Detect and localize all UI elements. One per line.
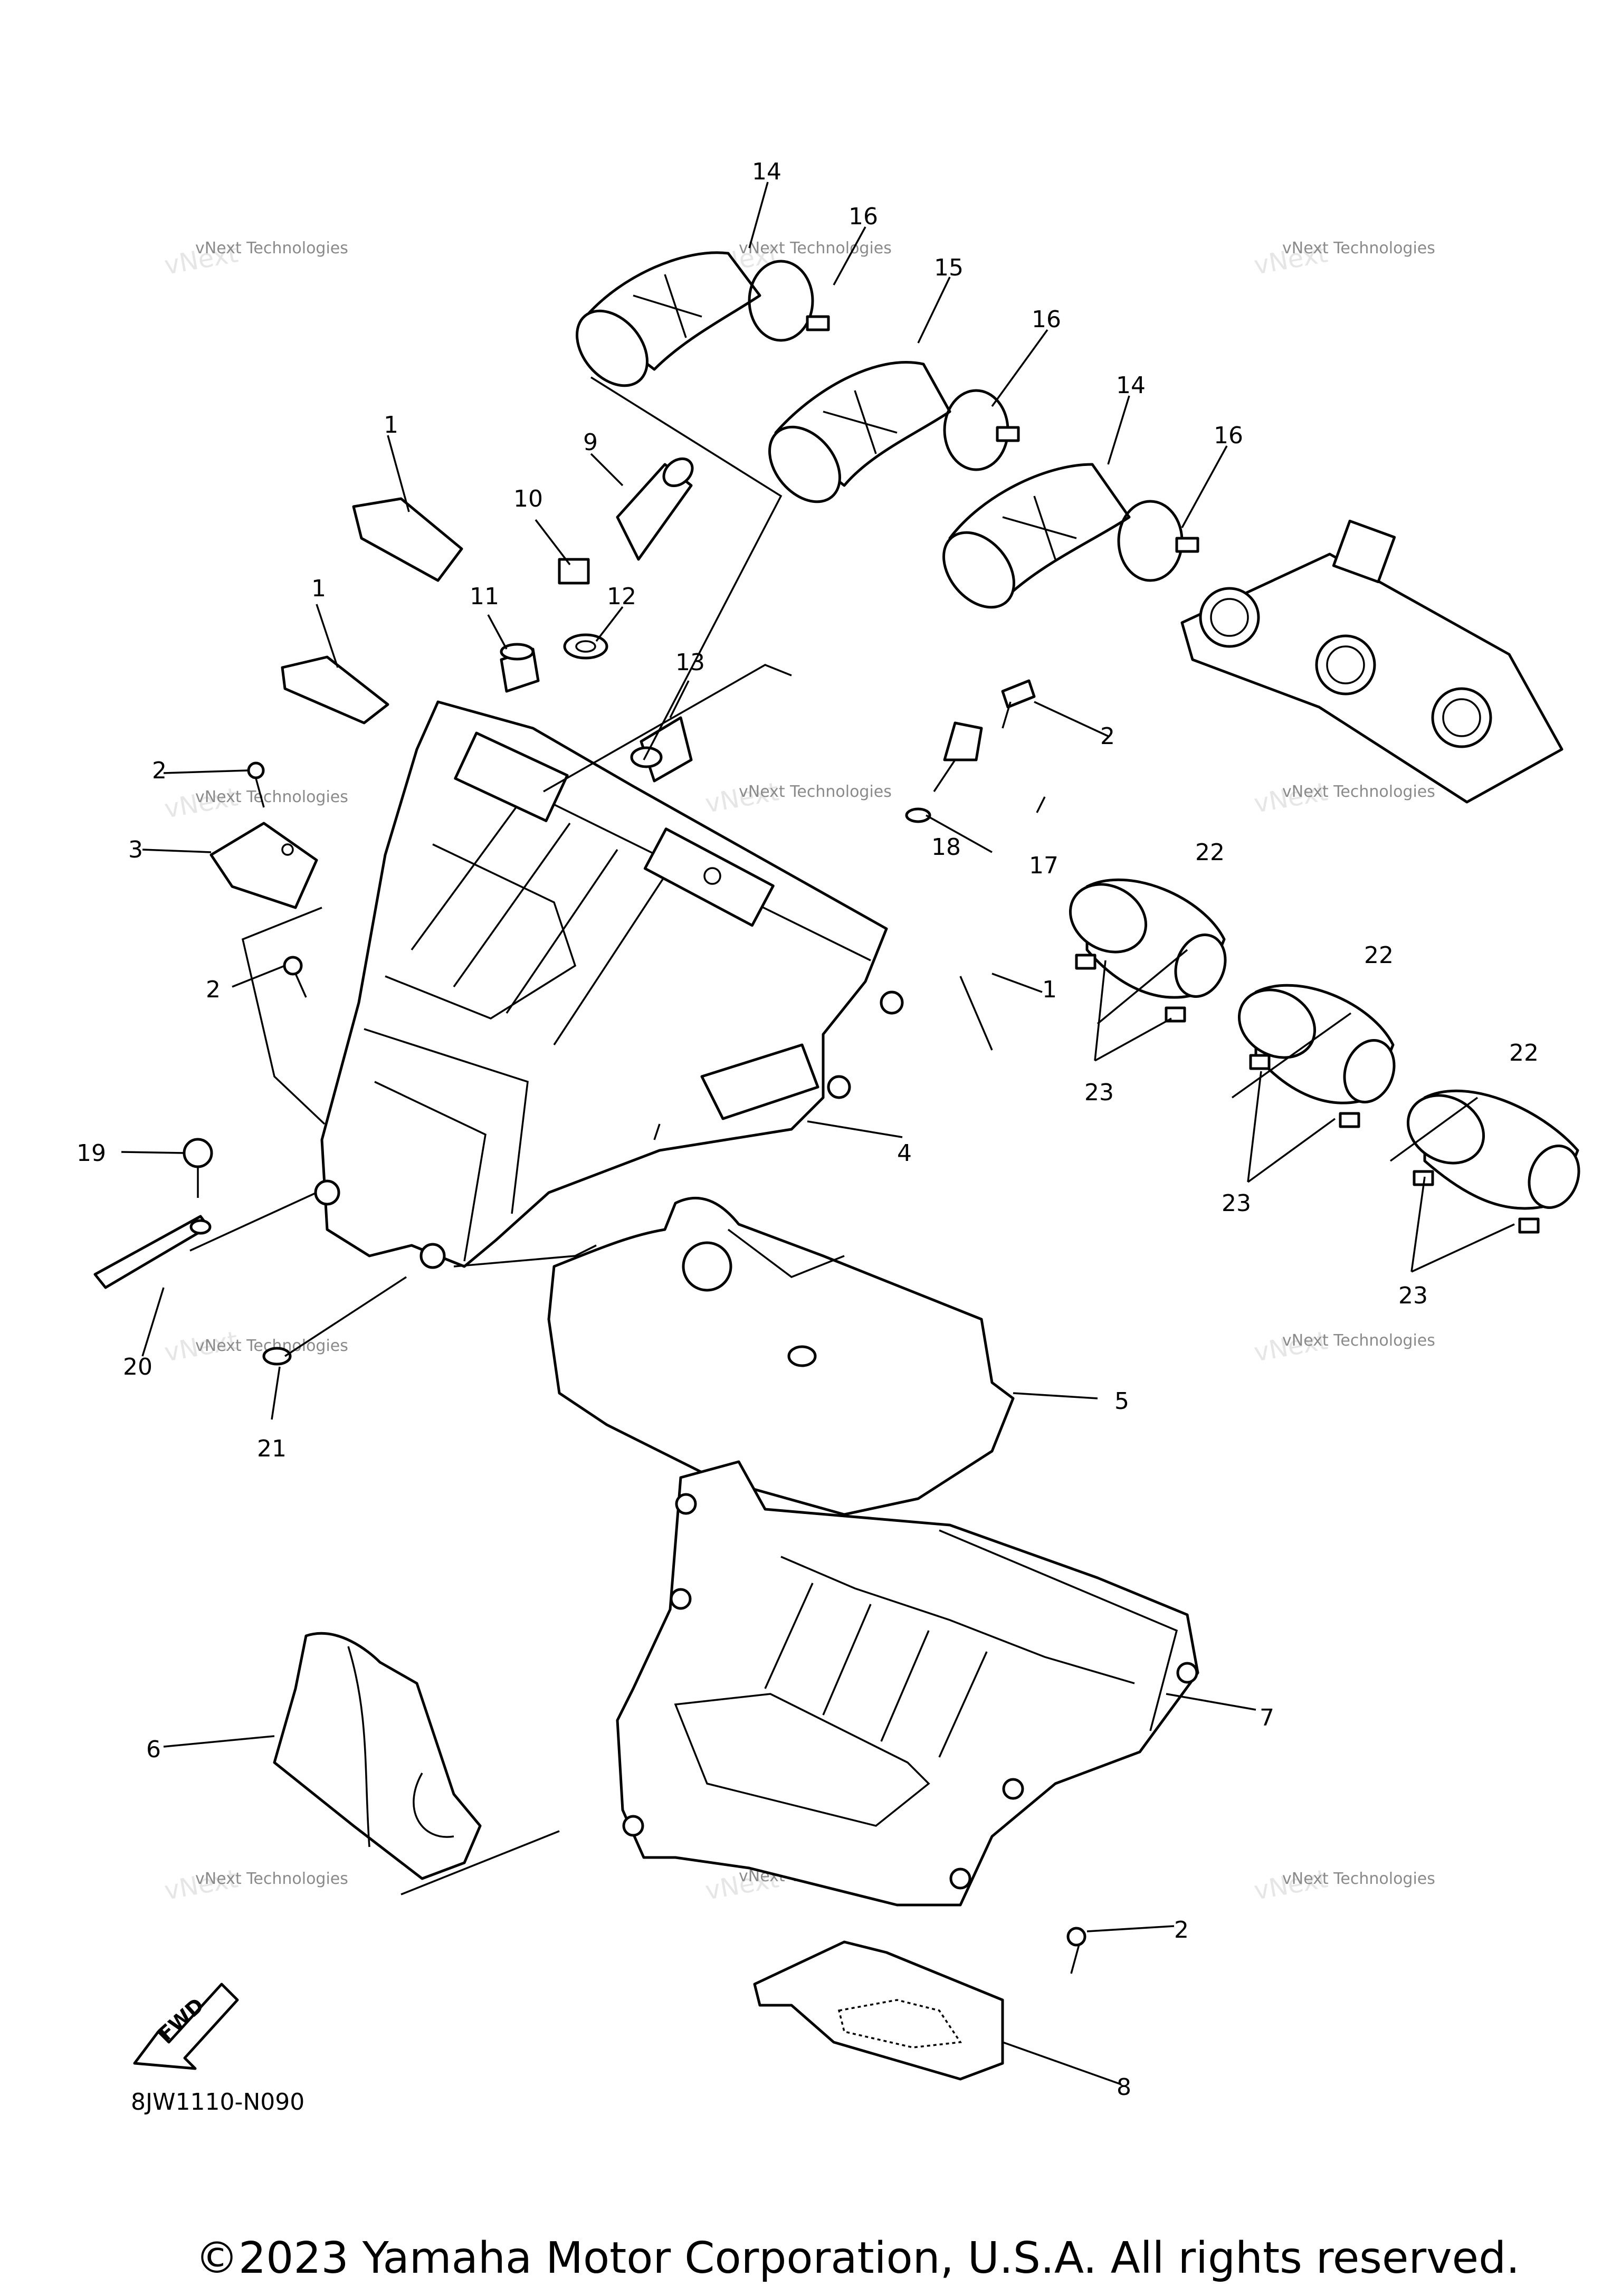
- callout-15: 15: [934, 254, 964, 281]
- grommet-13[interactable]: [630, 716, 693, 783]
- watermark-text: vNext Technologies: [195, 788, 348, 806]
- leader-lines: [121, 182, 1515, 2085]
- screw-2c[interactable]: [283, 956, 307, 998]
- watermark-text: vNext Technologies: [1282, 1331, 1435, 1350]
- clamp-ring-c[interactable]: [1117, 500, 1199, 582]
- hose-9[interactable]: [616, 453, 698, 561]
- air-filter-case-upper[interactable]: [314, 700, 904, 1269]
- callout-13: 13: [675, 649, 705, 676]
- callout-22: 22: [1364, 942, 1394, 969]
- callout-2: 2: [1174, 1917, 1189, 1943]
- callout-1: 1: [311, 575, 326, 602]
- screw-2a[interactable]: [247, 761, 265, 808]
- strap-20[interactable]: [93, 1215, 212, 1289]
- callout-22: 22: [1509, 1040, 1539, 1066]
- callout-23: 23: [1084, 1079, 1114, 1106]
- callout-10: 10: [513, 485, 543, 512]
- callout-21: 21: [257, 1435, 287, 1462]
- callouts: 14 16 15 16 14 16 1 9 10 11 12 1 13 2 2 …: [77, 158, 1539, 2101]
- callout-19: 19: [77, 1140, 106, 1167]
- callout-8: 8: [1117, 2074, 1131, 2101]
- screen-8[interactable]: [753, 1940, 1004, 2081]
- sponge-pad-1b[interactable]: [281, 655, 389, 725]
- callout-1: 1: [1042, 976, 1057, 1003]
- callout-2: 2: [1100, 723, 1115, 750]
- callout-16: 16: [1214, 422, 1243, 449]
- callout-3: 3: [128, 836, 143, 863]
- callout-23: 23: [1398, 1282, 1428, 1309]
- diagram-code: 8JW1110-N090: [131, 2089, 305, 2116]
- callout-20: 20: [123, 1354, 152, 1380]
- watermark-text: vNext Technologies: [195, 239, 348, 258]
- intake-funnel-left[interactable]: [562, 251, 761, 399]
- clamp-ring-a[interactable]: [748, 260, 830, 342]
- air-filter-element[interactable]: [547, 1196, 1015, 1516]
- callout-16: 16: [848, 203, 878, 230]
- callout-23: 23: [1222, 1190, 1251, 1217]
- screw-2b[interactable]: [1001, 679, 1036, 729]
- clamp-ring-b[interactable]: [943, 389, 1020, 471]
- callout-18: 18: [931, 834, 961, 861]
- callout-6: 6: [146, 1736, 161, 1763]
- collar-21[interactable]: [262, 1347, 292, 1366]
- intake-joint-b[interactable]: [1227, 977, 1403, 1128]
- sponge-pad-1a[interactable]: [352, 497, 463, 582]
- forward-arrow-icon: FWD: [133, 1983, 239, 2070]
- callout-4: 4: [897, 1140, 912, 1167]
- intake-funnel-center[interactable]: [755, 361, 951, 516]
- watermark-text: vNext Technologies: [1282, 239, 1435, 258]
- watermark-text: vNext Technologies: [739, 783, 892, 801]
- bracket-3[interactable]: [209, 822, 318, 909]
- throttle-body-assembly: [1180, 519, 1563, 804]
- callout-2: 2: [206, 976, 221, 1003]
- intake-temp-sensor[interactable]: [905, 721, 983, 823]
- clip-10[interactable]: [558, 558, 590, 585]
- callout-5: 5: [1114, 1388, 1129, 1415]
- intake-joint-c[interactable]: [1396, 1082, 1587, 1234]
- cover-6[interactable]: [273, 1632, 482, 1880]
- grommet-12[interactable]: [563, 633, 608, 660]
- watermark-text: vNext Technologies: [1282, 1870, 1435, 1888]
- air-filter-case-lower[interactable]: [616, 1460, 1199, 1907]
- watermark-text: vNext Technologies: [195, 1870, 348, 1888]
- intake-funnel-right[interactable]: [929, 463, 1131, 621]
- grommet-11[interactable]: [500, 643, 540, 693]
- callout-16: 16: [1032, 306, 1061, 333]
- callout-14: 14: [752, 158, 781, 185]
- screw-2d[interactable]: [1066, 1927, 1086, 1974]
- callout-7: 7: [1260, 1704, 1274, 1731]
- copyright-notice: ©2023 Yamaha Motor Corporation, U.S.A. A…: [195, 2233, 1520, 2283]
- watermark-text: vNext Technologies: [739, 239, 892, 258]
- callout-9: 9: [583, 429, 598, 456]
- callout-14: 14: [1116, 372, 1146, 399]
- watermark-text: vNext Technologies: [1282, 783, 1435, 801]
- callout-1: 1: [384, 412, 398, 439]
- intake-joint-a[interactable]: [1058, 871, 1234, 1023]
- callout-12: 12: [607, 583, 636, 610]
- callout-11: 11: [470, 583, 499, 610]
- screw-19[interactable]: [183, 1138, 213, 1198]
- callout-17: 17: [1029, 852, 1059, 879]
- callout-22: 22: [1195, 839, 1225, 866]
- callout-2: 2: [152, 757, 167, 784]
